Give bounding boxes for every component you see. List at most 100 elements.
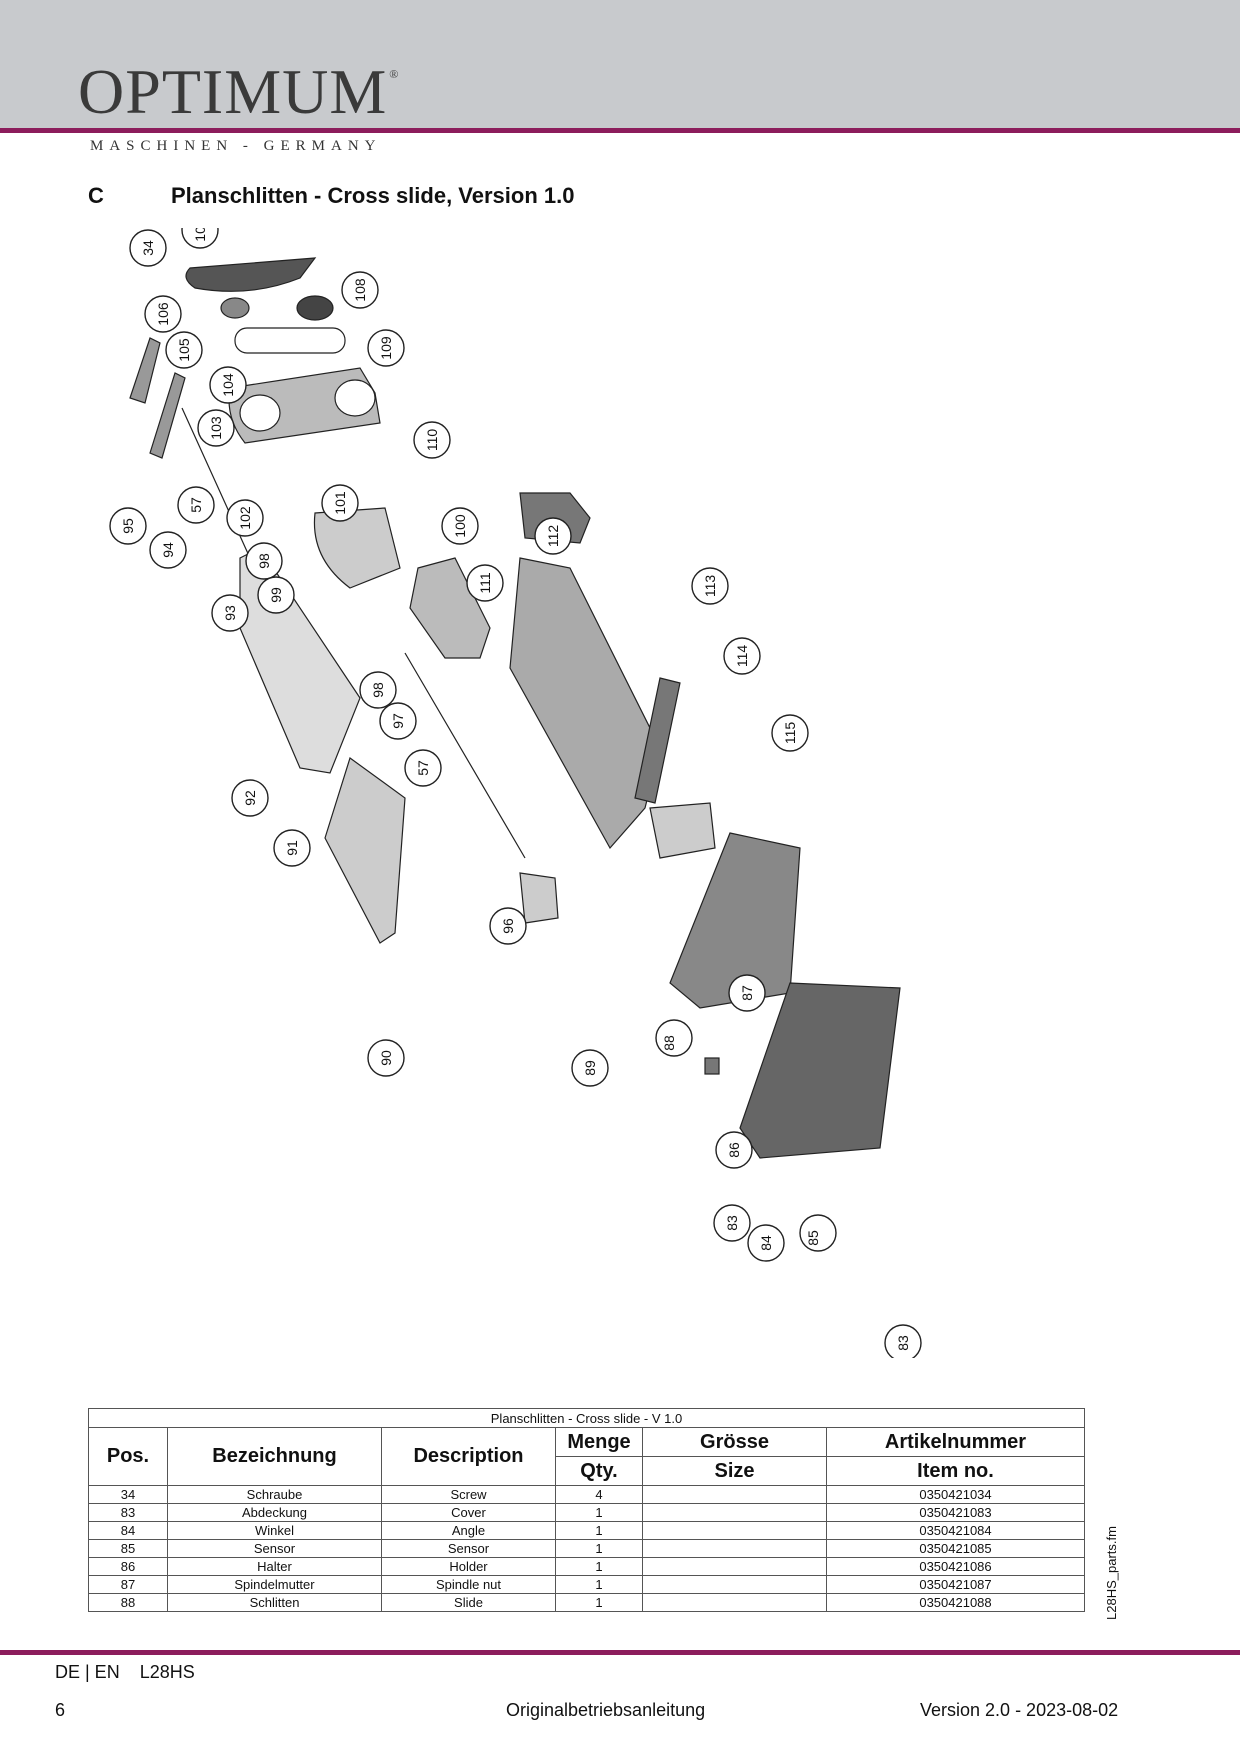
- svg-text:57: 57: [188, 497, 204, 513]
- callout-96: 96: [489, 907, 527, 945]
- callout-110: 110: [413, 421, 451, 459]
- part-cover-83: [739, 982, 901, 1159]
- callout-89: 89: [571, 1049, 609, 1087]
- callout-102: 102: [226, 499, 264, 537]
- callout-105: 105: [165, 331, 203, 369]
- part-shapes: [129, 257, 901, 1159]
- svg-text:109: 109: [378, 336, 394, 360]
- part-pulley-106: [220, 297, 250, 319]
- svg-text:34: 34: [140, 240, 156, 256]
- part-slide-88: [509, 557, 661, 850]
- svg-text:113: 113: [702, 575, 718, 598]
- callout-93: 93: [211, 594, 249, 632]
- table-caption-row: Planschlitten - Cross slide - V 1.0: [88, 1408, 1085, 1428]
- callout-83b: 83: [884, 1324, 922, 1358]
- part-spindle-96: [404, 652, 526, 859]
- col-pos: Pos.: [88, 1427, 168, 1486]
- part-bearing-block-99: [313, 507, 401, 589]
- callout-111: 111: [466, 564, 504, 602]
- callout-101: 101: [321, 484, 359, 522]
- col-menge: Menge: [555, 1427, 643, 1457]
- callout-87: 87: [728, 974, 766, 1012]
- svg-text:95: 95: [120, 518, 136, 534]
- callout-103: 103: [197, 409, 235, 447]
- col-size: Size: [642, 1456, 827, 1486]
- callout-99: 99: [257, 576, 295, 614]
- svg-text:87: 87: [739, 985, 755, 1001]
- callout-88: 88: [655, 1019, 693, 1057]
- svg-text:90: 90: [378, 1050, 394, 1066]
- svg-text:91: 91: [284, 840, 300, 856]
- svg-text:94: 94: [160, 542, 176, 558]
- callout-109: 109: [367, 329, 405, 367]
- svg-text:96: 96: [500, 918, 516, 934]
- callout-95: 95: [109, 507, 147, 545]
- callout-84: 84: [747, 1224, 785, 1262]
- callout-94: 94: [149, 531, 187, 569]
- svg-text:103: 103: [208, 416, 224, 440]
- svg-text:84: 84: [758, 1235, 774, 1251]
- col-description: Description: [381, 1427, 556, 1486]
- footer-version: Version 2.0 - 2023-08-02: [920, 1700, 1119, 1720]
- svg-text:108: 108: [352, 278, 368, 302]
- table-header-row: Pos. Bezeichnung Description Menge Gröss…: [88, 1427, 1085, 1486]
- svg-text:83: 83: [895, 1335, 911, 1351]
- callout-83: 83: [713, 1204, 751, 1242]
- part-nut-89: [519, 872, 559, 924]
- part-belt-105: [234, 327, 346, 354]
- svg-text:83: 83: [724, 1215, 740, 1231]
- svg-text:57: 57: [415, 760, 431, 776]
- callout-85: 85: [799, 1214, 837, 1252]
- callout-112: 112: [534, 517, 572, 555]
- callout-92: 92: [231, 779, 269, 817]
- table-caption: Planschlitten - Cross slide - V 1.0: [88, 1408, 1085, 1428]
- callout-90: 90: [367, 1039, 405, 1077]
- callout-106: 106: [144, 295, 182, 333]
- callout-98: 98: [245, 542, 283, 580]
- callout-91: 91: [273, 829, 311, 867]
- svg-text:114: 114: [734, 645, 750, 668]
- svg-text:104: 104: [220, 373, 236, 397]
- svg-text:97: 97: [390, 713, 406, 729]
- svg-text:102: 102: [237, 506, 253, 530]
- part-nut-87: [649, 802, 716, 859]
- part-cover-90: [324, 757, 406, 944]
- callout-34: 34: [129, 229, 167, 267]
- callout-107: 107: [181, 228, 219, 249]
- footer-page-number: 6: [55, 1700, 66, 1720]
- svg-text:85: 85: [805, 1230, 821, 1246]
- callout-114: 114: [723, 637, 761, 675]
- header-accent-line: [0, 128, 1240, 133]
- col-groesse: Grösse: [642, 1427, 827, 1457]
- callout-group: 34 107 108 106 105 109 104 103 95 94 57 …: [109, 228, 922, 1358]
- svg-text:115: 115: [782, 722, 798, 745]
- callout-115: 115: [771, 714, 809, 752]
- svg-text:99: 99: [268, 587, 284, 603]
- callout-57b: 57: [404, 749, 442, 787]
- header-band: [0, 0, 1240, 128]
- part-bracket-94: [149, 372, 186, 459]
- svg-text:86: 86: [726, 1142, 742, 1158]
- footer-language-model: DE | EN L28HS: [55, 1662, 195, 1682]
- svg-text:110: 110: [424, 429, 440, 452]
- part-holder-86: [669, 832, 801, 1009]
- callout-57: 57: [177, 486, 215, 524]
- part-cover-107: [185, 257, 317, 292]
- callout-97: 97: [379, 702, 417, 740]
- side-file-label: L28HS_parts.fm: [1104, 1526, 1119, 1620]
- table-header-row-2: Qty. Size Item no.: [89, 1456, 1085, 1486]
- svg-text:107: 107: [192, 228, 208, 242]
- svg-text:105: 105: [176, 338, 192, 362]
- col-bezeichnung: Bezeichnung: [167, 1427, 382, 1486]
- part-motor-111: [409, 557, 491, 659]
- callout-104: 104: [209, 366, 247, 404]
- svg-text:93: 93: [222, 605, 238, 621]
- svg-text:106: 106: [155, 302, 171, 326]
- footer-document-title: Originalbetriebsanleitung: [506, 1700, 706, 1720]
- part-pulley-108: [296, 295, 334, 321]
